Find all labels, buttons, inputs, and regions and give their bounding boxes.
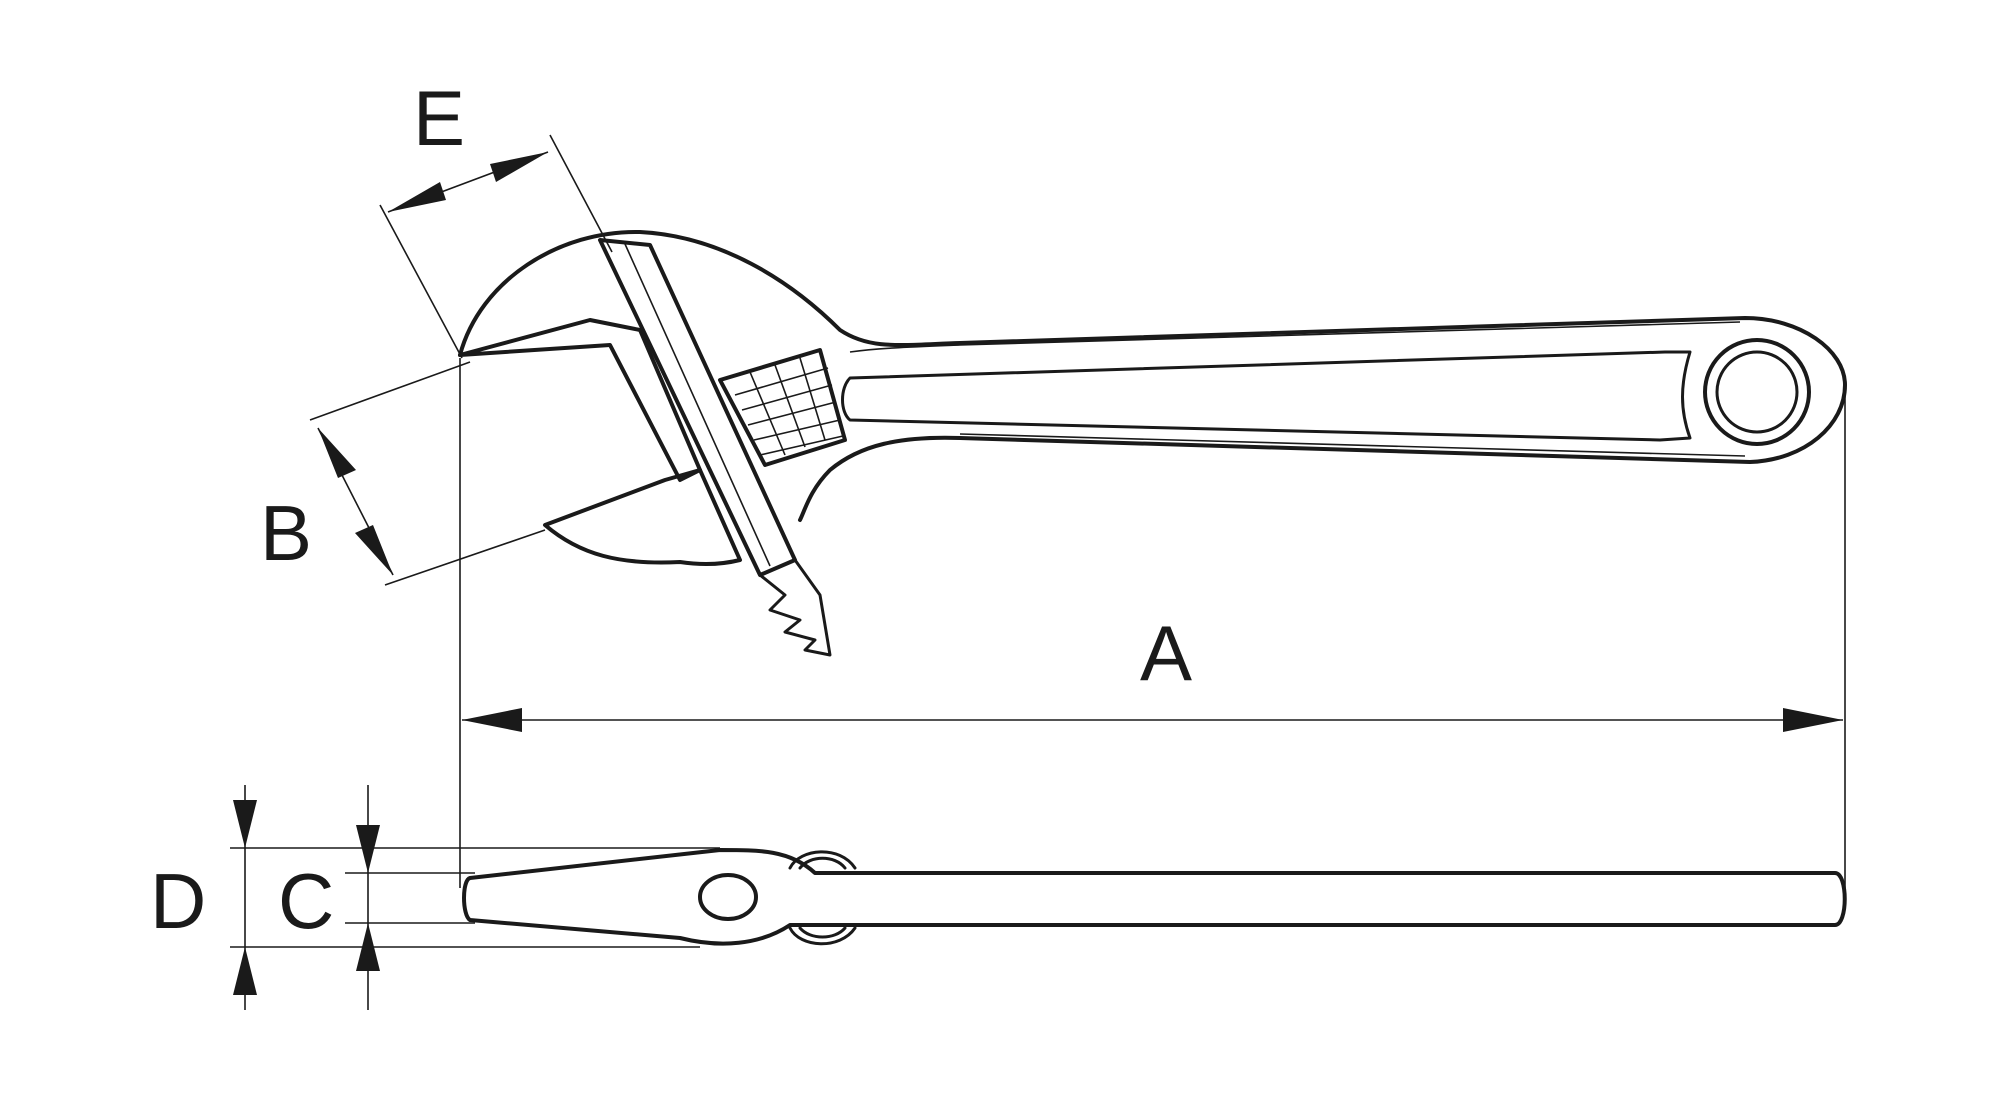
side-view-screw-top-inner: [798, 856, 847, 870]
dimension-a: A: [459, 358, 1846, 888]
dimension-c: C: [278, 785, 475, 1010]
wrench-side-view: [462, 848, 1847, 946]
worm-screw: [718, 348, 847, 467]
fixed-jaw: [458, 318, 702, 482]
side-view-screw-bottom-inner: [798, 926, 847, 939]
sliding-jaw: [543, 468, 742, 567]
side-view-hole: [698, 873, 758, 921]
jaw-slider-edge: [624, 243, 771, 567]
label-c: C: [278, 857, 334, 945]
label-e: E: [413, 74, 465, 162]
dimension-d: D: [150, 785, 720, 1010]
label-d: D: [150, 857, 206, 945]
handle-slot: [841, 350, 1692, 442]
side-view-screw-top: [788, 850, 857, 870]
side-view-screw-bottom: [788, 926, 857, 946]
handle-inner-contour: [849, 321, 1741, 353]
dimension-b: B: [260, 361, 546, 586]
wrench-handle-outline: [458, 229, 1847, 522]
handle-inner-contour-lower: [959, 433, 1746, 457]
hang-hole-ring: [1703, 338, 1811, 446]
label-b: B: [260, 489, 312, 577]
hang-hole: [1715, 350, 1799, 434]
label-a: A: [1140, 609, 1192, 697]
side-view-body: [462, 848, 1847, 946]
slider-teeth: [758, 558, 832, 657]
dimension-e: E: [379, 74, 613, 359]
wrench-top-view: [458, 229, 1847, 657]
